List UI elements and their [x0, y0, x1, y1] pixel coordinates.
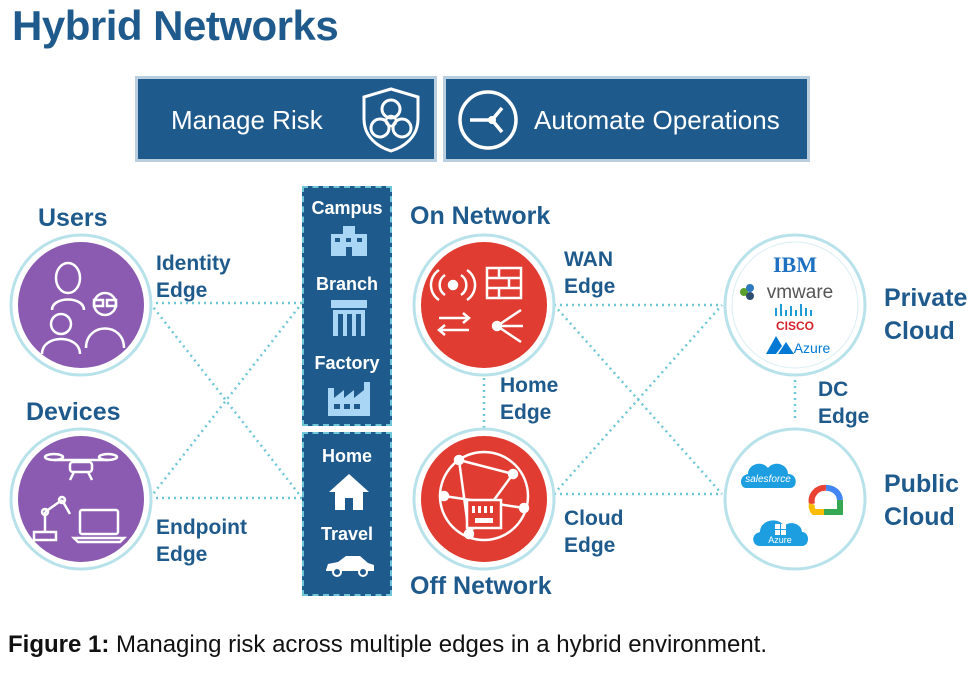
robot-arm-icon — [32, 495, 72, 542]
ibm-logo: IBM — [773, 252, 817, 277]
home-edge-line1: Home — [500, 374, 559, 397]
wireless-icon — [429, 268, 477, 302]
private-cloud-circle: IBM vmware CISCO Azure — [723, 233, 867, 377]
router-icon — [491, 308, 523, 344]
cloud-edge-label: Cloud Edge — [564, 505, 623, 559]
campus-building-icon — [331, 226, 367, 256]
identity-edge-label: Identity Edge — [156, 250, 231, 304]
automate-operations-label: Automate Operations — [534, 105, 780, 135]
on-network-heading: On Network — [410, 202, 551, 230]
office-locations-panel: Campus Branch Factory — [302, 186, 392, 426]
public-cloud-circle: salesforce Azure — [723, 427, 867, 571]
caption-label: Figure 1: — [8, 631, 110, 658]
on-network-circle — [412, 233, 556, 377]
salesforce-logo: salesforce — [745, 474, 791, 485]
salesforce-cloud-icon: salesforce — [741, 463, 796, 488]
off-network-circle — [412, 427, 556, 571]
dc-edge-line2: Edge — [818, 405, 870, 428]
switch-arrows-icon — [437, 312, 471, 336]
network-mesh-icon — [438, 450, 530, 542]
home-edge-label: Home Edge — [500, 372, 558, 426]
home-location-label: Home — [321, 446, 372, 466]
people-icon — [40, 261, 126, 355]
caption-text: Managing risk across multiple edges in a… — [109, 631, 767, 658]
azure-cloud-icon: Azure — [753, 520, 808, 546]
wan-edge-label: WAN Edge — [564, 246, 615, 300]
page-title: Hybrid Networks — [12, 2, 339, 49]
cloud-edge-line1: Cloud — [564, 507, 624, 530]
users-circle — [9, 233, 153, 377]
drone-icon — [43, 452, 119, 481]
figure-caption: Figure 1: Managing risk across multiple … — [8, 631, 767, 659]
azure-public-logo: Azure — [768, 535, 792, 545]
public-cloud-line1: Public — [884, 470, 960, 498]
endpoint-edge-label: Endpoint Edge — [156, 514, 247, 568]
car-icon — [326, 556, 374, 577]
cisco-logo: CISCO — [776, 319, 814, 333]
identity-edge-line1: Identity — [156, 252, 231, 275]
private-cloud-heading: Private Cloud — [884, 282, 967, 348]
public-cloud-line2: Cloud — [884, 503, 955, 531]
endpoint-edge-line1: Endpoint — [156, 516, 247, 539]
endpoint-edge-line2: Edge — [156, 543, 208, 566]
devices-heading: Devices — [26, 398, 121, 426]
dc-edge-label: DC Edge — [818, 376, 869, 430]
travel-label: Travel — [320, 524, 374, 544]
manage-risk-label: Manage Risk — [171, 105, 323, 135]
private-cloud-line1: Private — [884, 284, 968, 312]
campus-label: Campus — [311, 198, 383, 218]
remote-locations-panel: Home Travel — [302, 432, 392, 596]
azure-logo-mark — [766, 336, 794, 354]
routing-icon — [458, 90, 518, 150]
branch-building-icon — [331, 300, 367, 336]
off-network-heading: Off Network — [410, 572, 552, 600]
biohazard-shield-icon — [362, 87, 420, 153]
vmware-logo: vmware — [767, 282, 834, 303]
identity-edge-line2: Edge — [156, 279, 208, 302]
manage-risk-box: Manage Risk — [135, 76, 437, 162]
cloud-edge-line2: Edge — [564, 534, 616, 557]
branch-label: Branch — [315, 274, 378, 294]
google-cloud-icon — [808, 484, 843, 515]
automate-operations-box: Automate Operations — [443, 76, 810, 162]
factory-icon — [328, 382, 370, 416]
devices-circle — [9, 427, 153, 571]
laptop-icon — [70, 508, 128, 544]
firewall-icon — [485, 266, 523, 300]
factory-label: Factory — [314, 353, 380, 373]
home-edge-line2: Edge — [500, 401, 552, 424]
wan-edge-line1: WAN — [564, 248, 613, 271]
private-cloud-line2: Cloud — [884, 317, 955, 345]
cisco-logo-bars — [775, 304, 812, 316]
public-cloud-heading: Public Cloud — [884, 468, 959, 534]
house-icon — [329, 474, 369, 510]
wan-edge-line2: Edge — [564, 275, 616, 298]
dc-edge-line1: DC — [818, 378, 849, 401]
users-heading: Users — [38, 204, 108, 232]
ethernet-port-icon — [465, 498, 503, 530]
vmware-logo-mark — [740, 284, 754, 300]
azure-logo: Azure — [794, 340, 831, 356]
